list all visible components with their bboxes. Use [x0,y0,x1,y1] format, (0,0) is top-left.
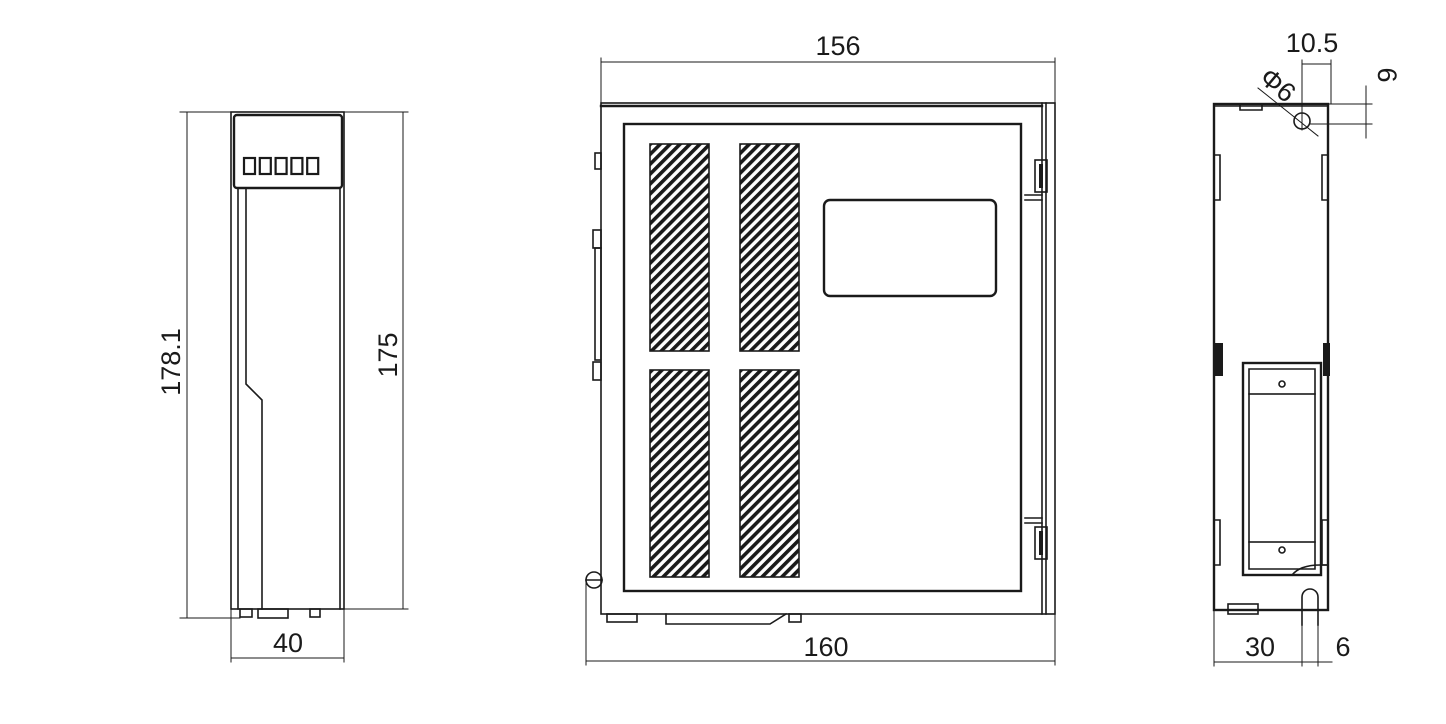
side-foot-left [239,608,253,618]
display-digit [306,156,320,176]
dim-leader-diameter [1257,87,1319,137]
vent-grille-bottom-right [739,369,800,578]
dim-label-30: 30 [1245,632,1275,662]
rear-left-clip-3 [1213,519,1221,566]
din-bracket-outer [1241,361,1323,577]
rear-right-latch [1323,343,1330,376]
dim-label-160: 160 [803,632,848,662]
dim-label-40: 40 [273,628,303,658]
rear-view: 10.5 Φ6 6 30 6 [1212,28,1402,667]
front-right-tabs [1024,194,1043,524]
display-digit [290,156,304,176]
dim-label-156: 156 [815,31,860,61]
rear-top-notch [1239,103,1263,111]
front-left-connector-bottom [592,361,602,381]
dim-label-diameter-6: Φ6 [1254,62,1301,108]
display-digits [242,156,320,176]
front-display-window [822,198,998,298]
side-foot-center [257,608,289,619]
front-left-connector-body [594,247,602,361]
front-right-clip-bottom [1034,526,1048,560]
rear-body-outline [1212,102,1330,612]
front-left-connector-top [592,229,602,249]
rear-foot [1227,603,1259,615]
din-bracket-ends [1248,368,1316,570]
display-digit [258,156,272,176]
rear-rail-hook [1301,588,1319,626]
dim-label-6-vertical: 6 [1372,67,1402,82]
vent-grille-top-left [649,143,710,352]
front-foot-right [788,613,802,623]
din-bracket-screw-bottom [1278,546,1286,554]
rear-left-latch [1214,343,1223,376]
side-body-outline [230,111,345,610]
front-right-clip-top-slot [1039,164,1043,188]
display-digit [274,156,288,176]
dim-label-10-5: 10.5 [1286,28,1339,58]
front-view: 156 160 [585,31,1056,666]
rear-right-clip-1 [1321,154,1329,201]
front-right-clip-top [1034,159,1048,193]
dim-label-178-1: 178.1 [156,328,186,396]
side-foot-right [309,608,321,618]
side-display-panel [232,113,344,190]
dim-label-6-rail: 6 [1335,632,1350,662]
front-right-strip [1041,102,1047,615]
front-right-clip-bottom-slot [1039,531,1043,555]
front-inner-panel [622,122,1023,593]
side-view: 178.1 175 40 [156,111,409,663]
front-left-clip-top [594,152,602,170]
dim-label-175: 175 [373,332,403,377]
din-bracket-screw-top [1278,380,1286,388]
front-din-latch [665,612,788,625]
vent-grille-top-right [739,143,800,352]
din-bracket-hook [1290,564,1329,577]
display-digit [242,156,257,176]
din-bracket-inner [1248,393,1316,543]
vent-grille-bottom-left [649,369,710,578]
side-step-profile [245,187,263,610]
rear-left-clip-1 [1213,154,1221,201]
front-foot-left [606,613,638,623]
